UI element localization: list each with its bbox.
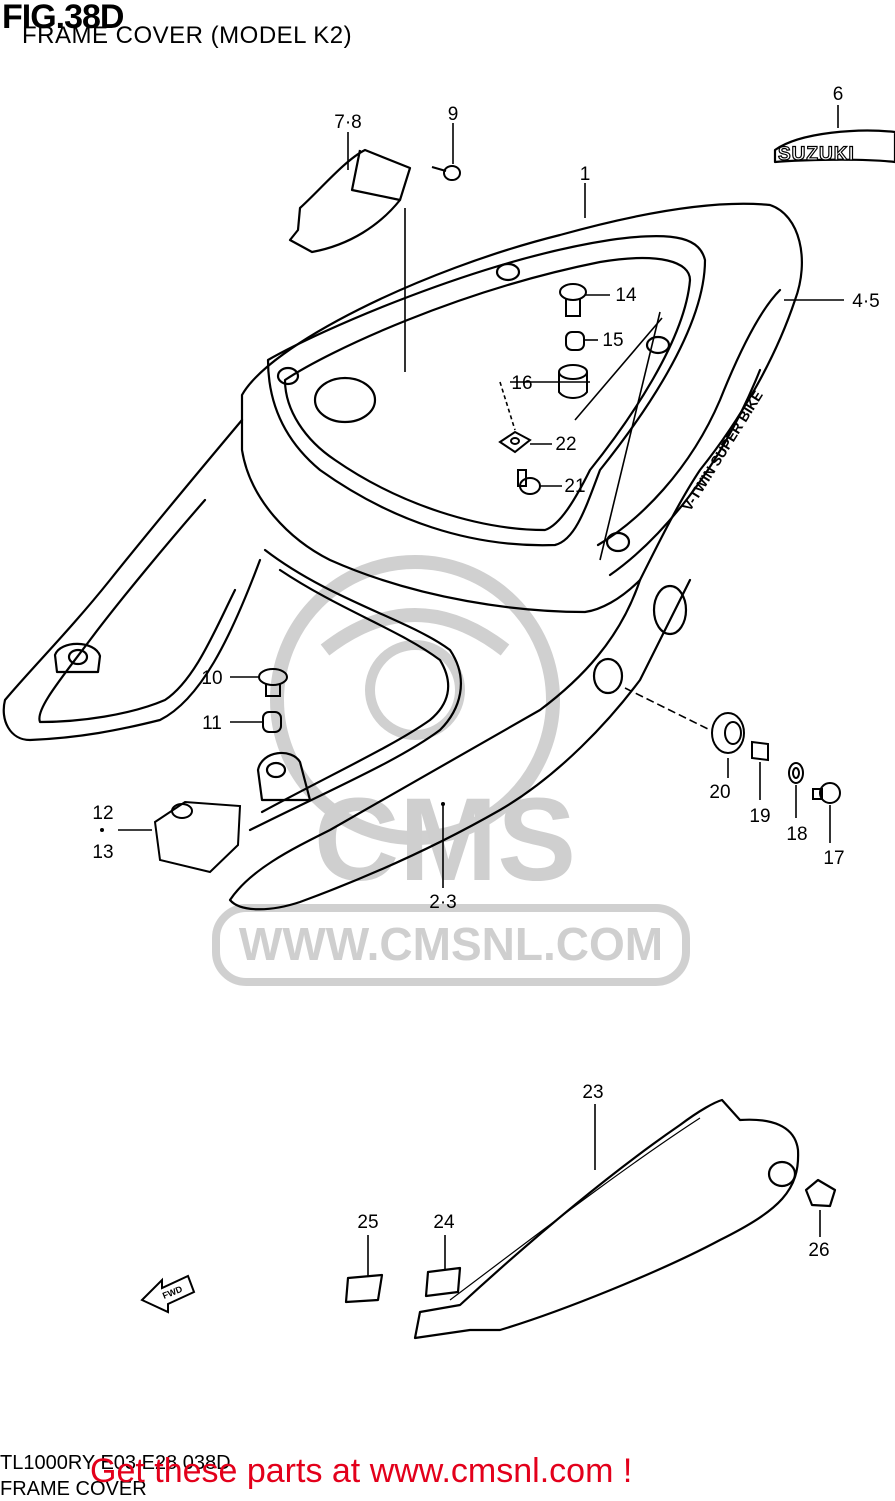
nut-22	[498, 430, 532, 454]
part-number-23: 23	[582, 1082, 603, 1103]
bracket	[288, 148, 412, 254]
frame-cover-tab	[256, 751, 312, 802]
part-number-12: 12	[92, 803, 113, 824]
watermark-url: WWW.CMSNL.COM	[239, 918, 663, 970]
seat-side-panel	[596, 288, 782, 547]
part-number-13: 13	[92, 842, 113, 863]
grommet-hole-lower	[592, 657, 624, 695]
part-number-26: 26	[808, 1240, 829, 1261]
cowl-hole-right	[645, 335, 671, 355]
hardware	[153, 165, 841, 874]
cowl-hole-rear	[276, 366, 300, 386]
section-name: FRAME COVER	[0, 1478, 147, 1500]
part-number-20: 20	[709, 782, 730, 803]
promo-link[interactable]: Get these parts at www.cmsnl.com !	[90, 1452, 633, 1490]
frame-cover-left-hole	[67, 648, 89, 666]
frame-cover-tab-hole	[265, 761, 287, 779]
leader-lines	[118, 105, 844, 1276]
collar-19	[751, 740, 769, 762]
part-number-10: 10	[201, 668, 222, 689]
frame-cover-left-tab	[53, 642, 102, 674]
part-number-21: 21	[564, 476, 585, 497]
part-numbers: 1 2·3 4·5 6 7·8 9 10 11 12 13 14 15 16 1…	[92, 84, 879, 1261]
rivet-26	[804, 1178, 837, 1208]
seat-tail-cowl	[240, 202, 803, 614]
nut-12	[153, 800, 242, 874]
part-number-24: 24	[433, 1212, 455, 1233]
seat-side-edge	[608, 368, 762, 577]
part-number-25: 25	[357, 1212, 378, 1233]
frame-cover-bridge	[248, 548, 462, 832]
emblem-text: SUZUKI	[778, 144, 855, 165]
leader-dots	[100, 802, 445, 832]
model-code: TL1000RY E03 E28 038D	[0, 1452, 231, 1474]
label-24	[424, 1266, 462, 1298]
cowl-hole-top	[495, 262, 521, 282]
frame-cover-left-inner	[38, 498, 237, 724]
seat-inner-rim	[266, 234, 707, 547]
part-number-2-3: 2·3	[429, 892, 456, 913]
seat-inner-rim-2	[283, 256, 692, 532]
part-number-15: 15	[602, 330, 623, 351]
collar-15	[565, 331, 585, 351]
fwd-arrow: FWD	[140, 1274, 196, 1314]
washer-18	[788, 762, 804, 784]
grommet-20	[711, 712, 745, 754]
part-number-16: 16	[511, 373, 532, 394]
figure-number: FIG.38D	[2, 0, 124, 36]
part-number-7-8: 7·8	[334, 112, 361, 133]
grommet-hole-upper	[652, 584, 688, 636]
part-number-22: 22	[555, 434, 576, 455]
screw-17	[812, 782, 841, 804]
part-number-9: 9	[448, 104, 459, 125]
screw-21	[517, 469, 541, 495]
cowl-hole-left	[605, 531, 631, 553]
label-25	[344, 1273, 384, 1304]
part-number-4-5: 4·5	[852, 291, 879, 312]
figure-title: FRAME COVER (MODEL K2)	[22, 22, 353, 49]
part-number-1: 1	[580, 164, 591, 185]
collar-11	[262, 711, 282, 733]
lower-panel	[344, 1098, 837, 1340]
part-number-19: 19	[749, 806, 770, 827]
frame-cover-left	[2, 418, 262, 742]
lower-panel-hole	[767, 1160, 797, 1188]
part-number-18: 18	[786, 824, 807, 845]
part-number-17: 17	[823, 848, 844, 869]
frame-cover-bridge-inner	[260, 568, 450, 814]
grommet-16	[558, 364, 588, 399]
part-number-6: 6	[833, 84, 844, 105]
part-number-14: 14	[615, 285, 637, 306]
screw-14	[559, 283, 587, 317]
watermark-banner	[212, 904, 690, 986]
part-number-11: 11	[202, 713, 222, 734]
cowl-light-opening	[313, 376, 377, 424]
suzuki-emblem	[773, 129, 895, 164]
screw-9	[431, 165, 461, 181]
frame-cover-right	[228, 578, 692, 911]
watermark-helmet	[320, 608, 510, 656]
